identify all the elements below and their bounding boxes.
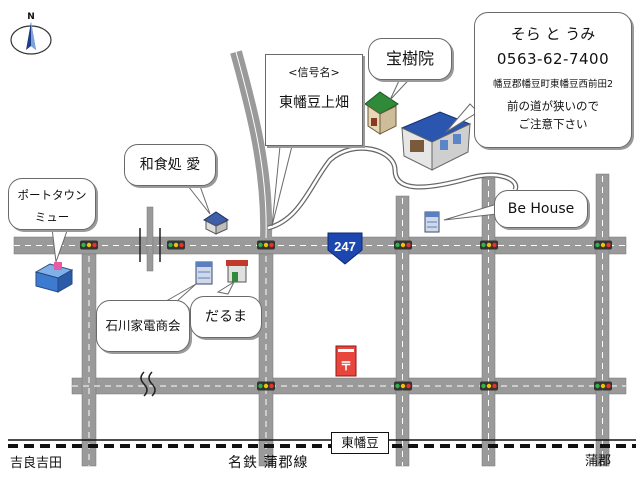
traffic-signal-icon <box>480 240 498 250</box>
washoku-name: 和食処 愛 <box>139 157 201 173</box>
route-number: 247 <box>334 239 356 254</box>
ishikawa-label-bubble: 石川家電商会 <box>96 300 190 352</box>
traffic-signal-icon <box>80 240 98 250</box>
shop-info-bubble: そら と うみ 0563-62-7400 幡豆郡幡豆町東幡豆西前田2 前の道が狭… <box>474 12 632 148</box>
be-house-name: Be House <box>507 201 575 217</box>
be-house-label-bubble: Be House <box>494 190 588 228</box>
temple-label-bubble: 宝樹院 <box>368 38 452 80</box>
daruma-name: だるま <box>205 309 247 325</box>
temple-icon <box>364 91 399 135</box>
traffic-signal-icon <box>594 240 612 250</box>
shop-note-line2: ご注意下さい <box>518 117 588 131</box>
traffic-signal-icon <box>594 381 612 391</box>
shop-address: 幡豆郡幡豆町東幡豆西前田2 <box>492 79 614 90</box>
ishikawa-building-icon <box>195 261 213 285</box>
be-house-building-icon <box>424 211 440 233</box>
narrow-road-to-shop-inner <box>267 147 517 230</box>
traffic-signals <box>80 240 612 391</box>
port-town-line1: ポートタウン <box>17 188 87 202</box>
washoku-label-bubble: 和食処 愛 <box>124 144 216 186</box>
washoku-building-icon <box>203 211 229 235</box>
traffic-signal-icon <box>394 381 412 391</box>
station-box: 東幡豆 <box>331 432 389 454</box>
traffic-signal-icon <box>480 381 498 391</box>
north-curved-road <box>230 50 273 239</box>
north-curved-road-center <box>235 51 267 239</box>
signal-caption: <信号名> <box>288 66 340 79</box>
traffic-signal-icon <box>394 240 412 250</box>
daruma-label-bubble: だるま <box>190 296 262 338</box>
east-station-label: 蒲郡 <box>585 454 612 469</box>
signal-name-box: <信号名> 東幡豆上畑 <box>265 54 363 146</box>
shop-name: そら と うみ <box>510 25 596 43</box>
railway-line <box>8 439 636 448</box>
traffic-signal-icon <box>257 381 275 391</box>
traffic-signal-icon <box>257 240 275 250</box>
railway-name: 名鉄 蒲郡線 <box>228 455 309 471</box>
west-station-label: 吉良吉田 <box>10 456 63 471</box>
traffic-signal-icon <box>167 240 185 250</box>
port-town-building-icon <box>34 262 74 293</box>
daruma-building-icon <box>226 260 248 283</box>
river-break-marks <box>139 228 161 397</box>
compass-north-label: N <box>27 12 35 22</box>
port-town-line2: ミュー <box>34 210 70 224</box>
port-town-label-bubble: ポートタウン ミュー <box>8 178 96 230</box>
ishikawa-name: 石川家電商会 <box>105 318 181 333</box>
svg-text:〒: 〒 <box>340 359 352 373</box>
route-247-shield: 247 <box>327 232 363 265</box>
east-vertical-road-2 <box>481 177 496 467</box>
shop-phone[interactable]: 0563-62-7400 <box>496 50 610 68</box>
shop-note-line1: 前の道が狭いので <box>507 99 599 113</box>
small-bridge-road <box>146 206 154 272</box>
station-name: 東幡豆 <box>341 435 379 450</box>
temple-name: 宝樹院 <box>385 49 434 68</box>
post-office-icon: 〒 <box>335 345 357 377</box>
compass-icon: N <box>10 12 52 55</box>
shop-house-icon <box>400 111 472 171</box>
signal-name: 東幡豆上畑 <box>279 95 349 111</box>
